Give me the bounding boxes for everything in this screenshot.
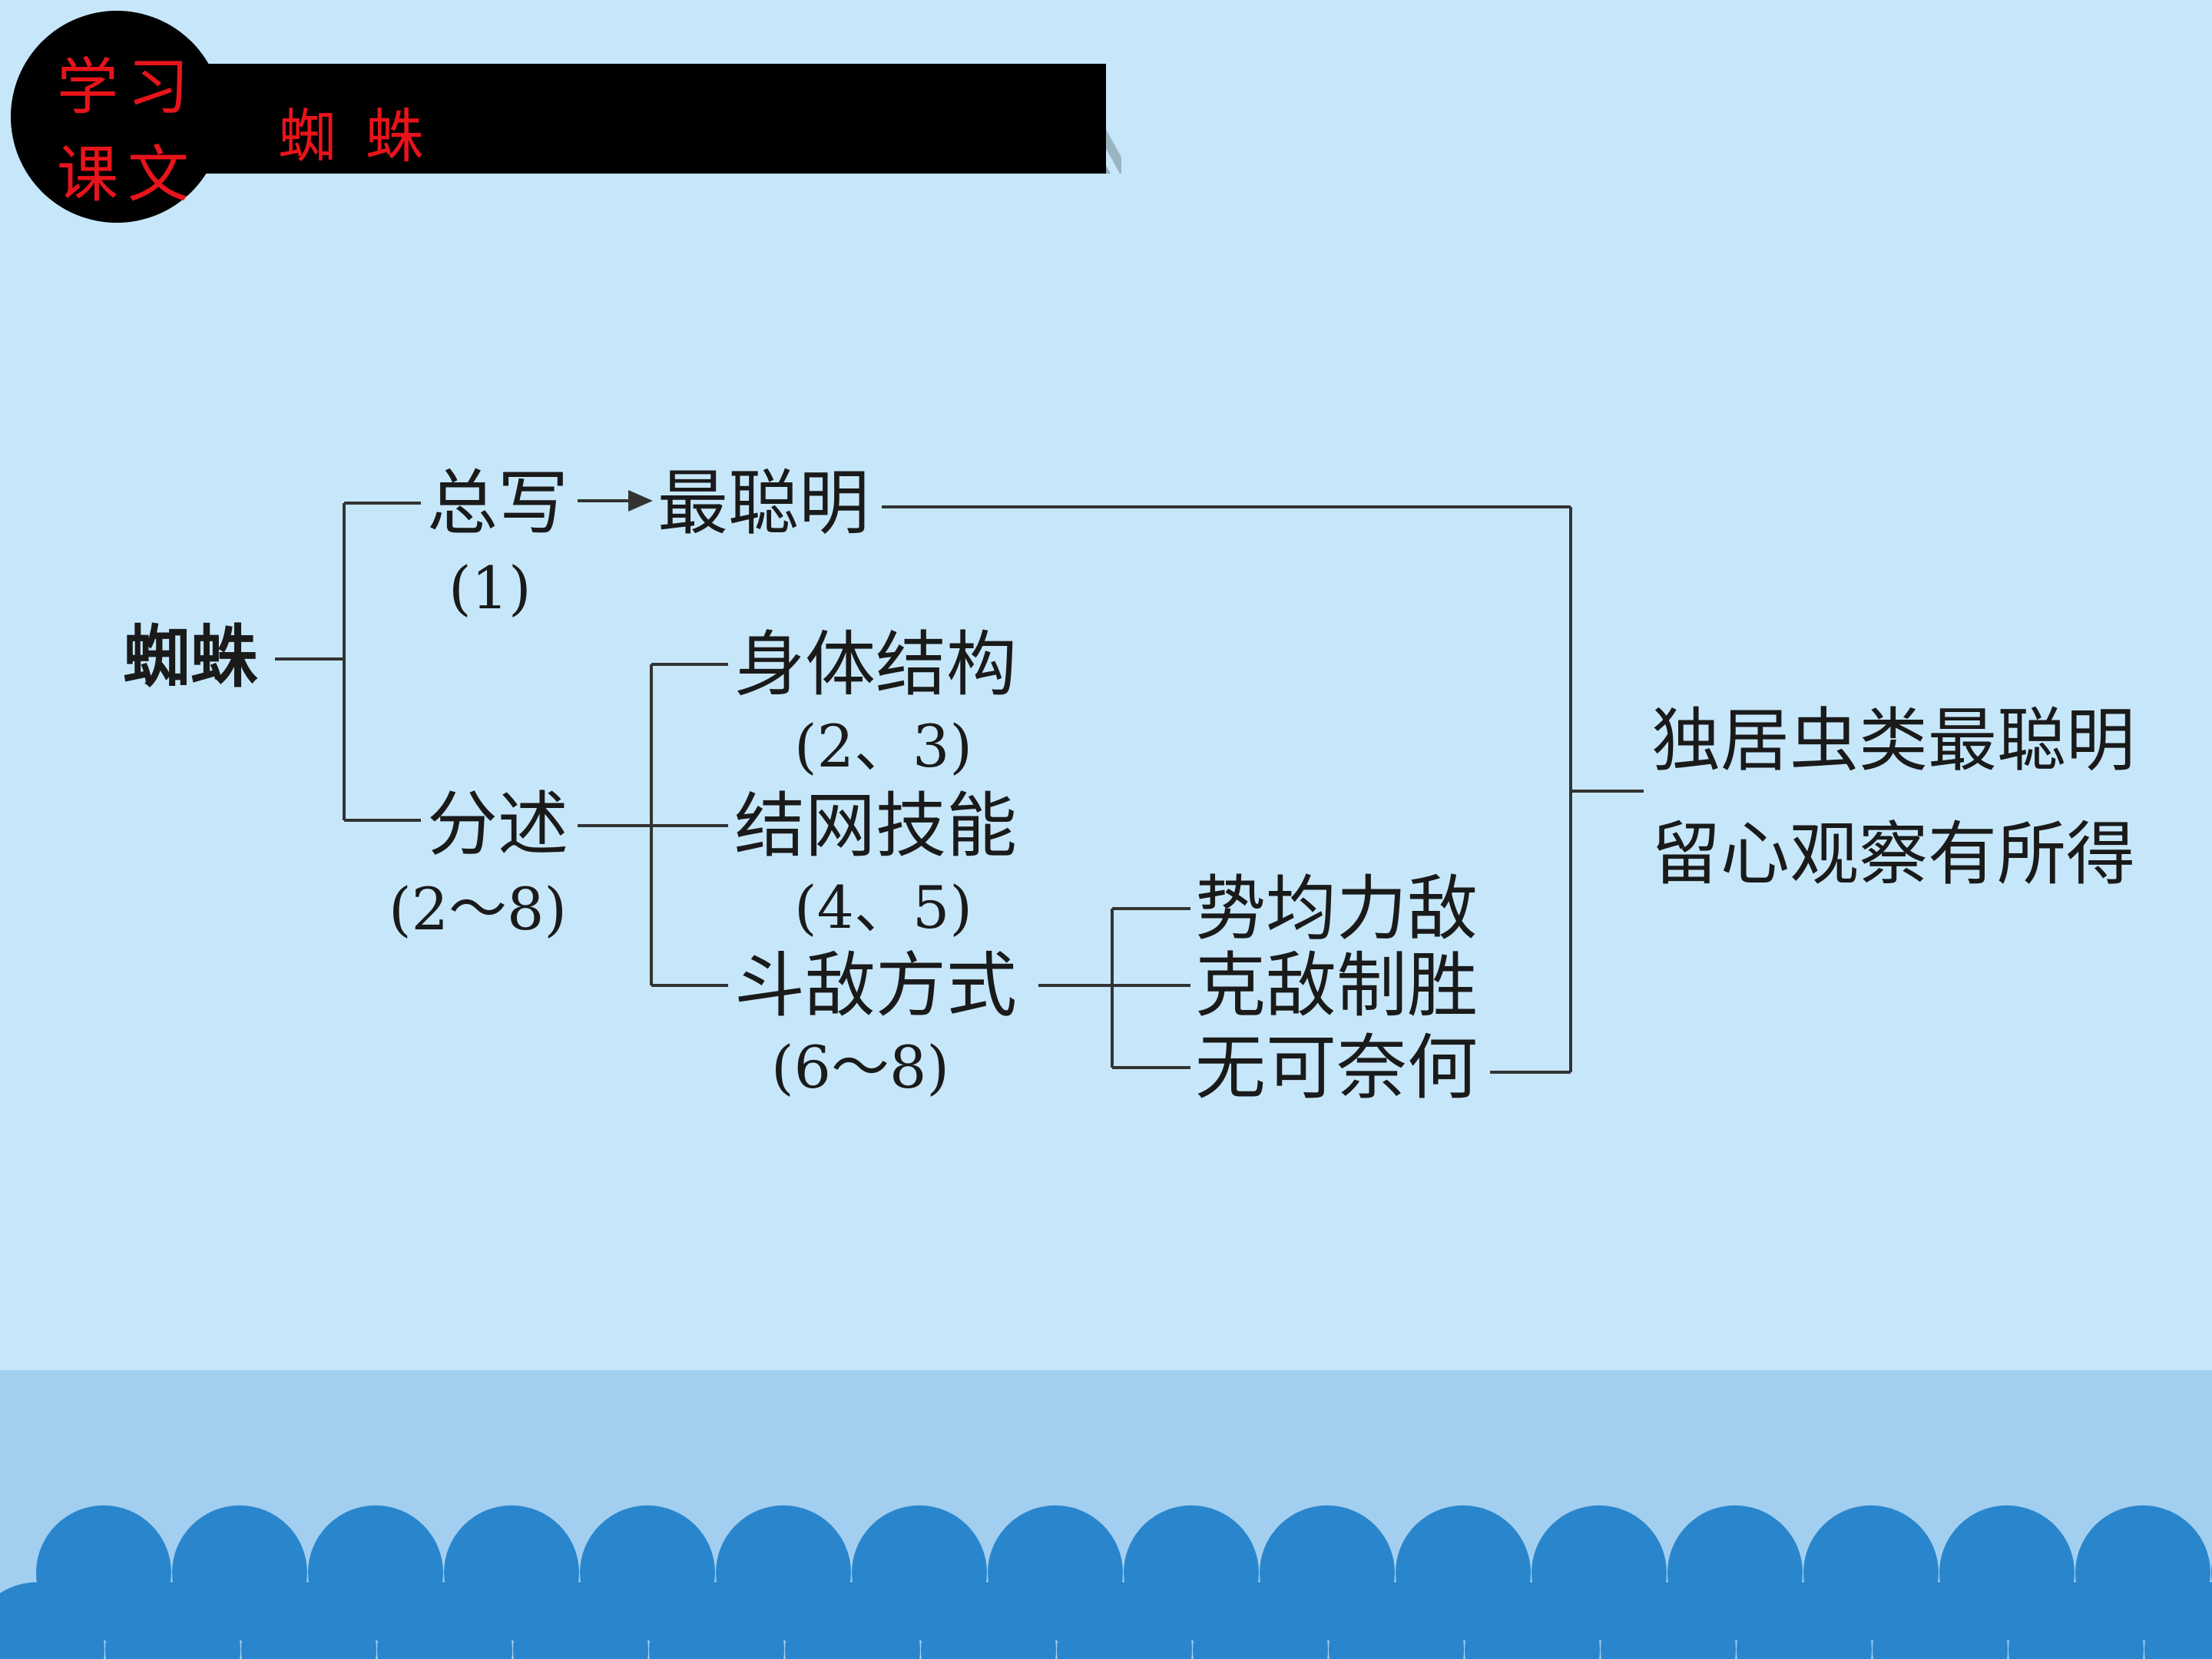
general-node: 总写 (427, 462, 569, 545)
general-result: 最聪明 (657, 462, 870, 545)
arrow-head (628, 490, 653, 512)
wave-circle (377, 1582, 512, 1659)
root-node: 蜘蛛 (123, 618, 259, 697)
header-bar (123, 64, 1106, 174)
header-stripe (1038, 64, 1111, 174)
conclusion-line-2: 留心观察有所得 (1651, 814, 2135, 895)
wave-circle (785, 1582, 920, 1659)
wave-circle (241, 1582, 376, 1659)
wave-circle (921, 1582, 1056, 1659)
fight-item-3: 无可奈何 (1195, 1027, 1479, 1109)
header-stripe (1058, 64, 1121, 174)
badge-char-2: 习 (127, 51, 189, 123)
detail-node: 分述 (427, 783, 569, 866)
general-paragraphs: (1) (449, 554, 531, 622)
wave-circle (1193, 1582, 1328, 1659)
wave-circle (1737, 1582, 1872, 1659)
badge-char-4: 文 (127, 139, 189, 210)
sub-item-fight-method: 斗敌方式 (734, 945, 1018, 1027)
conclusion-line-1: 独居虫类最聪明 (1651, 700, 2135, 781)
fight-item-1: 势均力敌 (1195, 868, 1479, 950)
wave-circle (1601, 1582, 1736, 1659)
header-stripe (819, 64, 891, 174)
wave-circle (0, 1582, 104, 1659)
wave-circle (2144, 1582, 2212, 1659)
wave-circle (2008, 1582, 2144, 1659)
header-stripe (879, 64, 951, 174)
header-stripe (919, 64, 991, 174)
sub-item-body-structure-paragraphs: (2、3) (794, 712, 973, 780)
sub-item-body-structure: 身体结构 (734, 624, 1018, 706)
sub-item-web-skill: 结网技能 (734, 785, 1018, 867)
sub-item-web-skill-paragraphs: (4、5) (794, 873, 973, 942)
header-stripe (1018, 64, 1091, 174)
lesson-title: 蜘蛛 (278, 102, 453, 171)
wave-circle (1465, 1582, 1600, 1659)
detail-paragraphs: (2～8) (389, 875, 568, 943)
header-stripe (799, 64, 871, 174)
wave-circle (1057, 1582, 1192, 1659)
badge-char-3: 课 (57, 139, 118, 210)
wave-circle (649, 1582, 784, 1659)
wave-circle (513, 1582, 648, 1659)
header-stripe (859, 64, 931, 174)
header-stripe (839, 64, 911, 174)
fight-item-2: 克敌制胜 (1195, 945, 1479, 1027)
header-badge (11, 11, 223, 223)
header-stripe (979, 64, 1051, 174)
header-stripes (799, 64, 1121, 174)
header-stripe (939, 64, 1011, 174)
header-stripe (899, 64, 971, 174)
badge-char-1: 学 (57, 51, 118, 123)
wave-circle (1873, 1582, 2008, 1659)
sub-item-fight-method-paragraphs: (6～8) (771, 1033, 950, 1101)
wave-circle (105, 1582, 240, 1659)
wave-circle (1329, 1582, 1464, 1659)
header-stripe (959, 64, 1031, 174)
header-stripe (998, 64, 1071, 174)
